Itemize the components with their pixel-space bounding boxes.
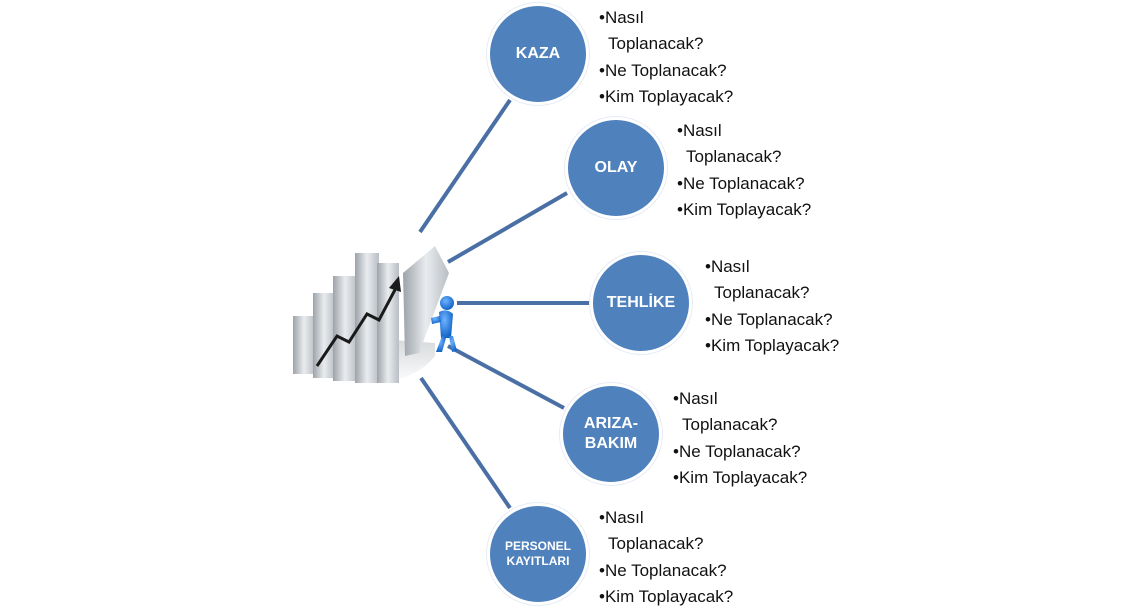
list-item-text: Ne Toplanacak? bbox=[604, 560, 727, 580]
list-item-text-continued: Toplanacak? bbox=[608, 534, 704, 554]
list-item: •Ne Toplanacak? bbox=[673, 439, 807, 465]
bullet-icon: • bbox=[599, 560, 605, 580]
node-label: TEHLİKE bbox=[606, 294, 676, 311]
list-item: •Nasıl bbox=[673, 386, 807, 412]
list-item: •Ne Toplanacak? bbox=[705, 307, 839, 333]
list-item-text: Ne Toplanacak? bbox=[710, 309, 833, 329]
list-item-text: Kim Toplayacak? bbox=[682, 200, 812, 220]
connector-olay bbox=[446, 191, 569, 264]
node-ariza-bakim: ARIZA- BAKIM bbox=[560, 383, 662, 485]
list-item: •Nasıl bbox=[599, 5, 733, 31]
node-olay: OLAY bbox=[565, 117, 667, 219]
bullet-icon: • bbox=[705, 309, 711, 329]
bullet-icon: • bbox=[599, 587, 605, 607]
list-item: •Kim Toplayacak? bbox=[673, 465, 807, 491]
list-item-text: Nasıl bbox=[710, 257, 750, 276]
list-item: •Ne Toplanacak? bbox=[599, 558, 733, 584]
list-item-text-continued: Toplanacak? bbox=[686, 147, 782, 167]
list-item: •Kim Toplayacak? bbox=[677, 197, 811, 223]
list-item: •Ne Toplanacak? bbox=[599, 58, 733, 84]
bullet-icon: • bbox=[599, 508, 605, 527]
list-item-text: Nasıl bbox=[604, 8, 644, 27]
list-item-text-continued: Toplanacak? bbox=[682, 415, 778, 435]
bullet-icon: • bbox=[599, 8, 605, 27]
node-kaza: KAZA bbox=[487, 3, 589, 105]
list-item-text: Kim Toplayacak? bbox=[710, 336, 840, 356]
node-label: OLAY bbox=[594, 159, 638, 176]
bullet-icon: • bbox=[677, 173, 683, 193]
connector-kaza bbox=[418, 98, 512, 234]
bullet-icon: • bbox=[599, 60, 605, 80]
bar-chart-figure-icon bbox=[293, 246, 457, 385]
list-item-text: Nasıl bbox=[678, 389, 718, 408]
bullet-icon: • bbox=[677, 200, 683, 220]
list-item: •Nasıl bbox=[599, 505, 733, 531]
node-label: PERSONEL KAYITLARI bbox=[504, 539, 571, 568]
list-item-text: Ne Toplanacak? bbox=[682, 173, 805, 193]
list-item-text: Kim Toplayacak? bbox=[604, 87, 734, 107]
node-tehlike: TEHLİKE bbox=[590, 252, 692, 354]
list-item-text: Nasıl bbox=[604, 508, 644, 527]
list-item-text: Ne Toplanacak? bbox=[604, 60, 727, 80]
list-item-text: Ne Toplanacak? bbox=[678, 441, 801, 461]
list-item-text-continued: Toplanacak? bbox=[608, 34, 704, 54]
bullet-icon: • bbox=[673, 468, 679, 488]
list-item: •Nasıl bbox=[677, 118, 811, 144]
list-item: •Nasıl bbox=[705, 254, 839, 280]
bullet-icon: • bbox=[705, 257, 711, 276]
bullet-icon: • bbox=[673, 441, 679, 461]
list-item: •Kim Toplayacak? bbox=[705, 333, 839, 359]
node-label: ARIZA- BAKIM bbox=[583, 415, 639, 452]
bullet-icon: • bbox=[705, 336, 711, 356]
list-item-text: Kim Toplayacak? bbox=[604, 587, 734, 607]
bullet-icon: • bbox=[677, 121, 683, 140]
connector-ariza-bakim bbox=[447, 344, 565, 410]
node-personel-kayitlari: PERSONEL KAYITLARI bbox=[487, 503, 589, 605]
node-label: KAZA bbox=[515, 45, 561, 62]
bullet-icon: • bbox=[599, 87, 605, 107]
connector-personel-kayitlari bbox=[419, 376, 512, 510]
bullet-icon: • bbox=[673, 389, 679, 408]
list-item-text-continued: Toplanacak? bbox=[714, 283, 810, 303]
list-item: •Kim Toplayacak? bbox=[599, 84, 733, 110]
list-item-text: Kim Toplayacak? bbox=[678, 468, 808, 488]
list-item: •Ne Toplanacak? bbox=[677, 171, 811, 197]
list-item-text: Nasıl bbox=[682, 121, 722, 140]
list-item: •Kim Toplayacak? bbox=[599, 584, 733, 610]
